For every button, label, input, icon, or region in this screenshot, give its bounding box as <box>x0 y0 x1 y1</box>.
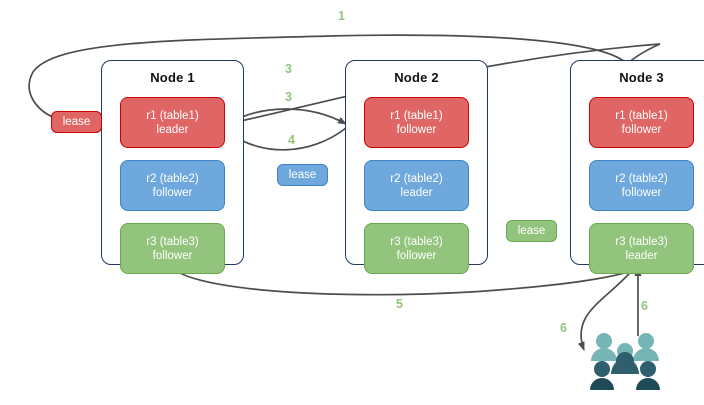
replica-name: r2 (table2) <box>146 172 199 185</box>
replica-name: r2 (table2) <box>390 172 443 185</box>
replica-name: r3 (table3) <box>615 235 668 248</box>
node-card-2[interactable]: Node 2 r1 (table1) follower r2 (table2) … <box>345 60 488 274</box>
node-title-1: Node 1 <box>150 70 195 85</box>
replica-role: follower <box>396 249 437 262</box>
replica-name: r1 (table1) <box>615 109 668 122</box>
node-card-1[interactable]: Node 1 r1 (table1) leader r2 (table2) fo… <box>101 60 244 274</box>
replica-role: follower <box>152 249 193 262</box>
replica-node3-r1[interactable]: r1 (table1) follower <box>589 97 694 148</box>
step-label-1: 6 <box>641 299 648 313</box>
replica-role: follower <box>152 186 193 199</box>
node-title-2: Node 2 <box>394 70 439 85</box>
step-label-4: 4 <box>288 133 295 147</box>
node-card-3[interactable]: Node 3 r1 (table1) follower r2 (table2) … <box>570 60 704 274</box>
replica-node1-r3[interactable]: r3 (table3) follower <box>120 223 225 274</box>
replica-node2-r3[interactable]: r3 (table3) follower <box>364 223 469 274</box>
step-label-6: 6 <box>560 321 567 335</box>
replica-role: leader <box>156 123 189 136</box>
replica-node1-r2[interactable]: r2 (table2) follower <box>120 160 225 211</box>
replica-role: follower <box>621 186 662 199</box>
step-label-3a: 3 <box>285 62 292 76</box>
replica-name: r2 (table2) <box>615 172 668 185</box>
users-group-icon <box>590 333 660 390</box>
lease-badge-blue[interactable]: lease <box>277 164 328 186</box>
lease-badge-green[interactable]: lease <box>506 220 557 242</box>
step-label-5: 5 <box>396 297 403 311</box>
replica-role: leader <box>400 186 433 199</box>
replica-role: follower <box>621 123 662 136</box>
replica-node3-r2[interactable]: r2 (table2) follower <box>589 160 694 211</box>
edge-step-3-to-node2 <box>226 108 347 125</box>
lease-badge-red[interactable]: lease <box>51 111 102 133</box>
replica-node1-r1[interactable]: r1 (table1) leader <box>120 97 225 148</box>
replica-role: follower <box>396 123 437 136</box>
replica-node2-r1[interactable]: r1 (table1) follower <box>364 97 469 148</box>
step-label-3b: 3 <box>285 90 292 104</box>
replica-name: r3 (table3) <box>146 235 199 248</box>
step-label-2: 1 <box>338 9 345 23</box>
replica-role: leader <box>625 249 658 262</box>
replica-name: r3 (table3) <box>390 235 443 248</box>
node-title-3: Node 3 <box>619 70 664 85</box>
replica-name: r1 (table1) <box>390 109 443 122</box>
replica-node2-r2[interactable]: r2 (table2) leader <box>364 160 469 211</box>
replica-name: r1 (table1) <box>146 109 199 122</box>
replica-node3-r3[interactable]: r3 (table3) leader <box>589 223 694 274</box>
